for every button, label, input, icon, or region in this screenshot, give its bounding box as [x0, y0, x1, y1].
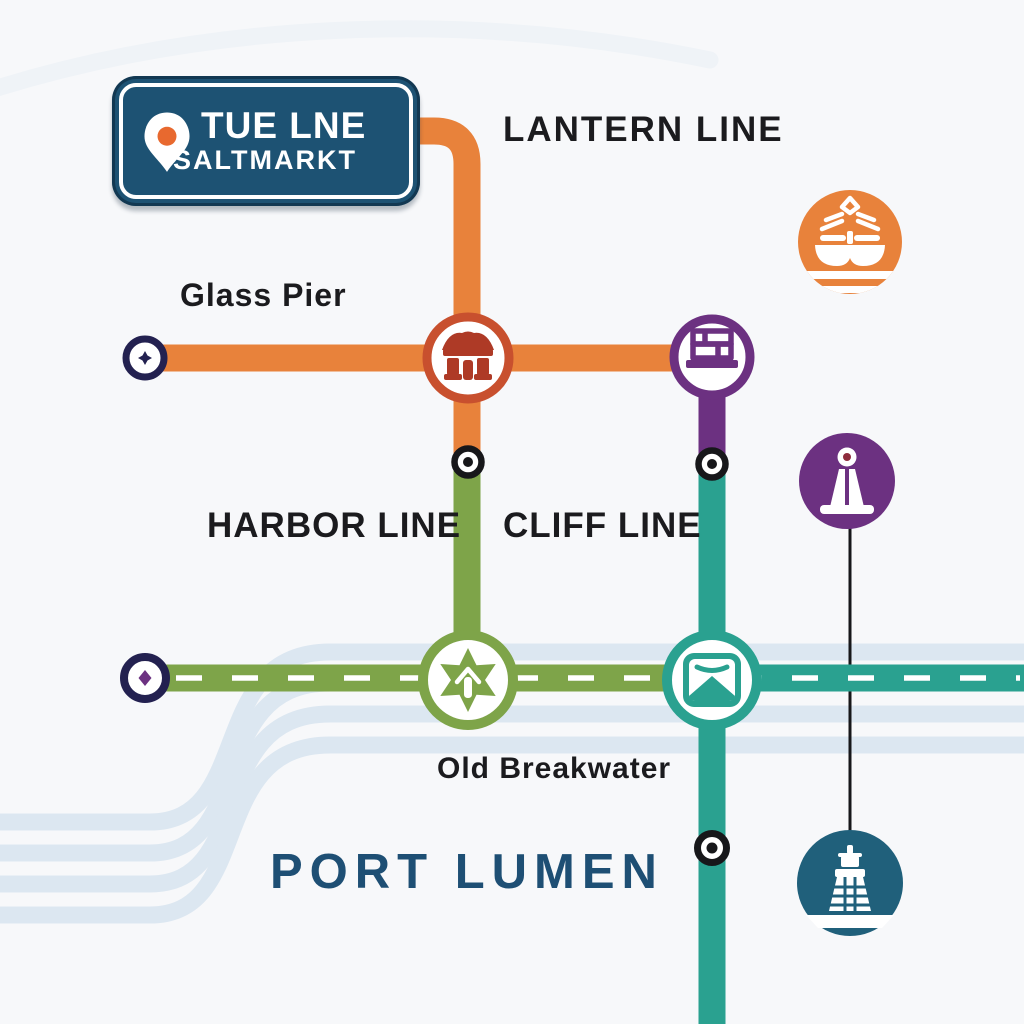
water-waves-decoration — [0, 20, 1024, 924]
label-harbor-line: HARBOR LINE — [207, 506, 462, 545]
orange-medallion — [798, 190, 902, 294]
stop-dot-purple-teal — [695, 447, 729, 481]
badge-inner-frame: TUE LNE SALTMARKT — [119, 83, 413, 199]
warehouse-icon — [686, 328, 738, 368]
station-green-terminus — [120, 653, 170, 703]
lightship-icon — [806, 845, 894, 928]
star-marker-icon — [138, 351, 152, 365]
station-badge-saltmarkt: TUE LNE SALTMARKT — [112, 76, 420, 206]
station-warehouse — [669, 314, 755, 400]
map-title: PORT LUMEN — [270, 845, 664, 899]
boat-lantern-icon — [798, 195, 902, 293]
market-hall-icon — [442, 331, 494, 380]
tree-star-icon — [440, 648, 496, 712]
station-glass-pier — [122, 335, 168, 381]
badge-line-name: TUE LNE — [201, 105, 367, 147]
beacon-icon — [820, 447, 874, 514]
harbor-medallion — [797, 830, 903, 936]
purple-medallion — [799, 433, 895, 529]
location-pin-icon — [144, 112, 190, 172]
badge-station-name: SALTMARKT — [173, 145, 357, 176]
mountain-tent-icon — [683, 653, 741, 707]
stop-dot-orange-green — [451, 445, 485, 479]
diamond-marker-icon — [138, 670, 152, 686]
label-cliff-line: CLIFF LINE — [503, 506, 702, 545]
label-old-breakwater: Old Breakwater — [437, 752, 672, 785]
badge-text: TUE LNE SALTMARKT — [173, 105, 367, 175]
station-teal-interchange — [662, 630, 762, 730]
station-green-interchange — [418, 630, 518, 730]
station-saltmarkt-interchange — [422, 312, 514, 404]
label-lantern-line: LANTERN LINE — [503, 110, 784, 149]
label-glass-pier: Glass Pier — [180, 277, 347, 313]
stop-dot-teal-south — [694, 830, 730, 866]
